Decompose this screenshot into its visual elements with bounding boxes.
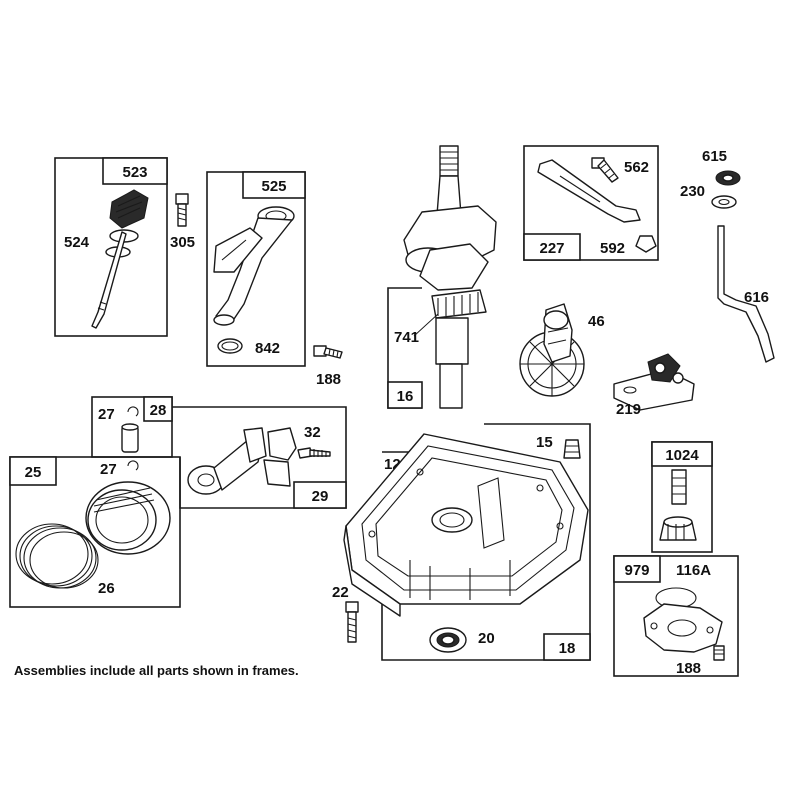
frame-25: 25 27 26 [9,456,181,608]
label-15: 15 [536,434,553,451]
label-305: 305 [170,234,195,251]
label-20: 20 [478,630,495,647]
oil-seal-20 [429,627,467,653]
label-29: 29 [312,488,329,505]
label-18: 18 [559,640,576,657]
crankshaft-part [403,145,497,409]
frame-16: 16 741 [387,145,497,409]
label-1024: 1024 [665,447,699,464]
label-227: 227 [539,240,564,257]
label-230: 230 [680,183,705,200]
frame-29: 29 32 [172,406,347,509]
label-32: 32 [304,424,321,441]
frame-28: 28 27 [91,396,173,458]
sump-part [343,433,589,617]
bolt-22: 22 [332,584,359,643]
label-219: 219 [616,401,641,418]
label-615: 615 [702,148,727,165]
label-741: 741 [394,329,419,346]
frame-979: 979 116A 188 [613,555,739,677]
label-26: 26 [98,580,115,597]
label-188-upper: 188 [316,371,341,388]
label-27-upper: 27 [98,406,115,423]
piston-rings-part [15,523,99,589]
piston-part [85,481,171,555]
oil-pump-gear-part [659,469,697,541]
label-525: 525 [261,178,286,195]
connecting-rod-part [187,427,331,495]
frame-227: 227 562 592 [523,145,659,261]
label-616: 616 [744,289,769,306]
label-16: 16 [397,388,414,405]
label-28: 28 [150,402,167,419]
dipstick-tube-part [213,206,295,354]
frame-18: 18 15 12 20 [343,423,591,661]
camshaft-part: 46 [519,303,605,397]
label-188-lower: 188 [676,660,701,677]
governor-part: 219 [613,353,695,418]
governor-shaft-group: 615 230 616 [680,148,775,363]
frame-523: 523 524 [54,157,168,337]
label-842: 842 [255,340,280,357]
label-562: 562 [624,159,649,176]
label-46: 46 [588,313,605,330]
label-25: 25 [25,464,42,481]
label-592: 592 [600,240,625,257]
label-523: 523 [122,164,147,181]
frame-1024: 1024 [651,441,713,553]
label-27-lower: 27 [100,461,117,478]
dipstick-part [91,189,149,329]
label-22: 22 [332,584,349,601]
label-116a: 116A [676,562,711,579]
frame-525: 525 842 [206,171,306,367]
label-979: 979 [624,562,649,579]
bolt-305: 305 [170,193,195,251]
footnote: Assemblies include all parts shown in fr… [14,663,299,678]
oil-pump-cover-part [643,587,725,661]
label-524: 524 [64,234,90,251]
bolt-188-upper: 188 [313,345,343,388]
governor-lever-part [537,157,657,253]
